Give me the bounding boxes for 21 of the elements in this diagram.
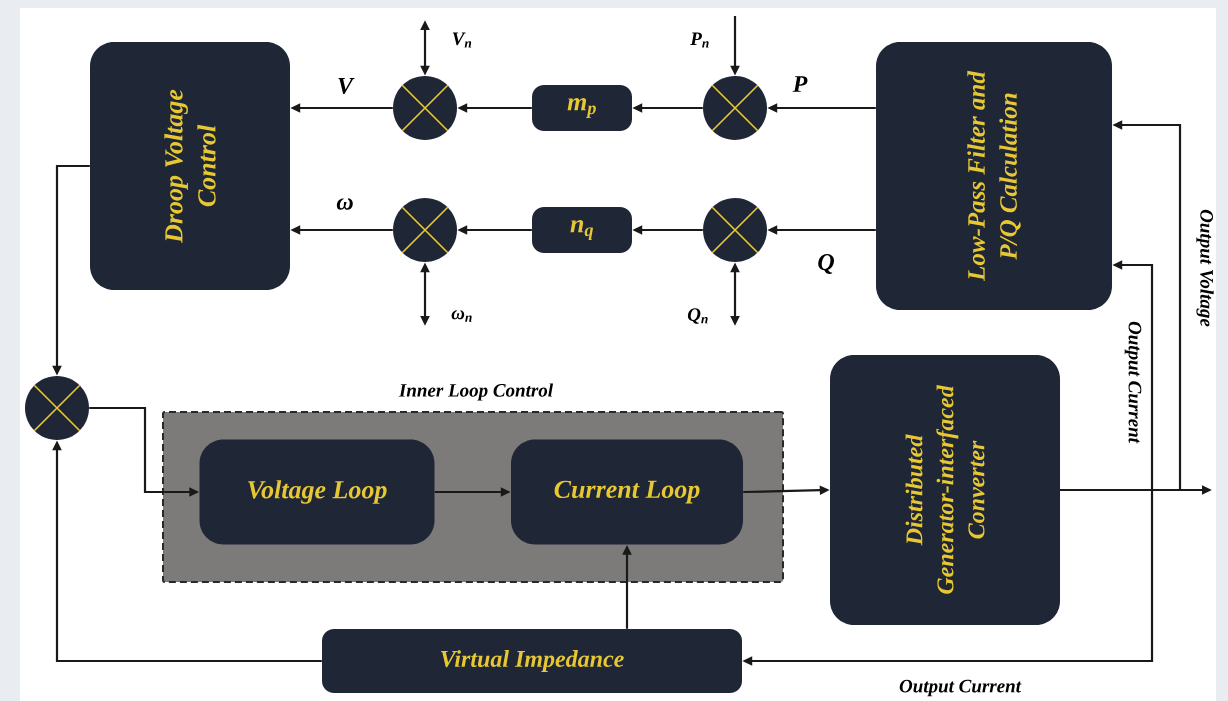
process-box: Voltage Loop — [199, 439, 435, 545]
summing-junction — [25, 376, 89, 440]
edge-label: P$_{n}$ — [689, 31, 711, 49]
process-box: Distributed Generator-interfaced Converter — [830, 355, 1060, 625]
edge-label: Q — [816, 253, 836, 275]
process-box: Virtual Impedance — [322, 629, 742, 693]
edge-label: Output Voltage — [1195, 208, 1215, 328]
gain-box: m$_{p}$ — [532, 85, 632, 131]
edge-label: ω$_{n}$ — [450, 309, 474, 323]
node-label: Inner Loop Control — [398, 383, 554, 401]
process-box: Current Loop — [511, 439, 743, 545]
edge-label: V$_{n}$ — [450, 31, 474, 49]
summing-junction — [703, 76, 767, 140]
control-box: Droop Voltage Control — [90, 42, 290, 290]
edge-label: Q$_{n}$ — [686, 307, 710, 325]
gain-box: n$_{q}$ — [532, 207, 632, 253]
summing-junction — [393, 198, 457, 262]
control-box: Low-Pass Filter and P/Q Calculation — [876, 42, 1112, 310]
summing-junction — [393, 76, 457, 140]
edge-label: ω — [335, 197, 355, 211]
summing-junction — [703, 198, 767, 262]
